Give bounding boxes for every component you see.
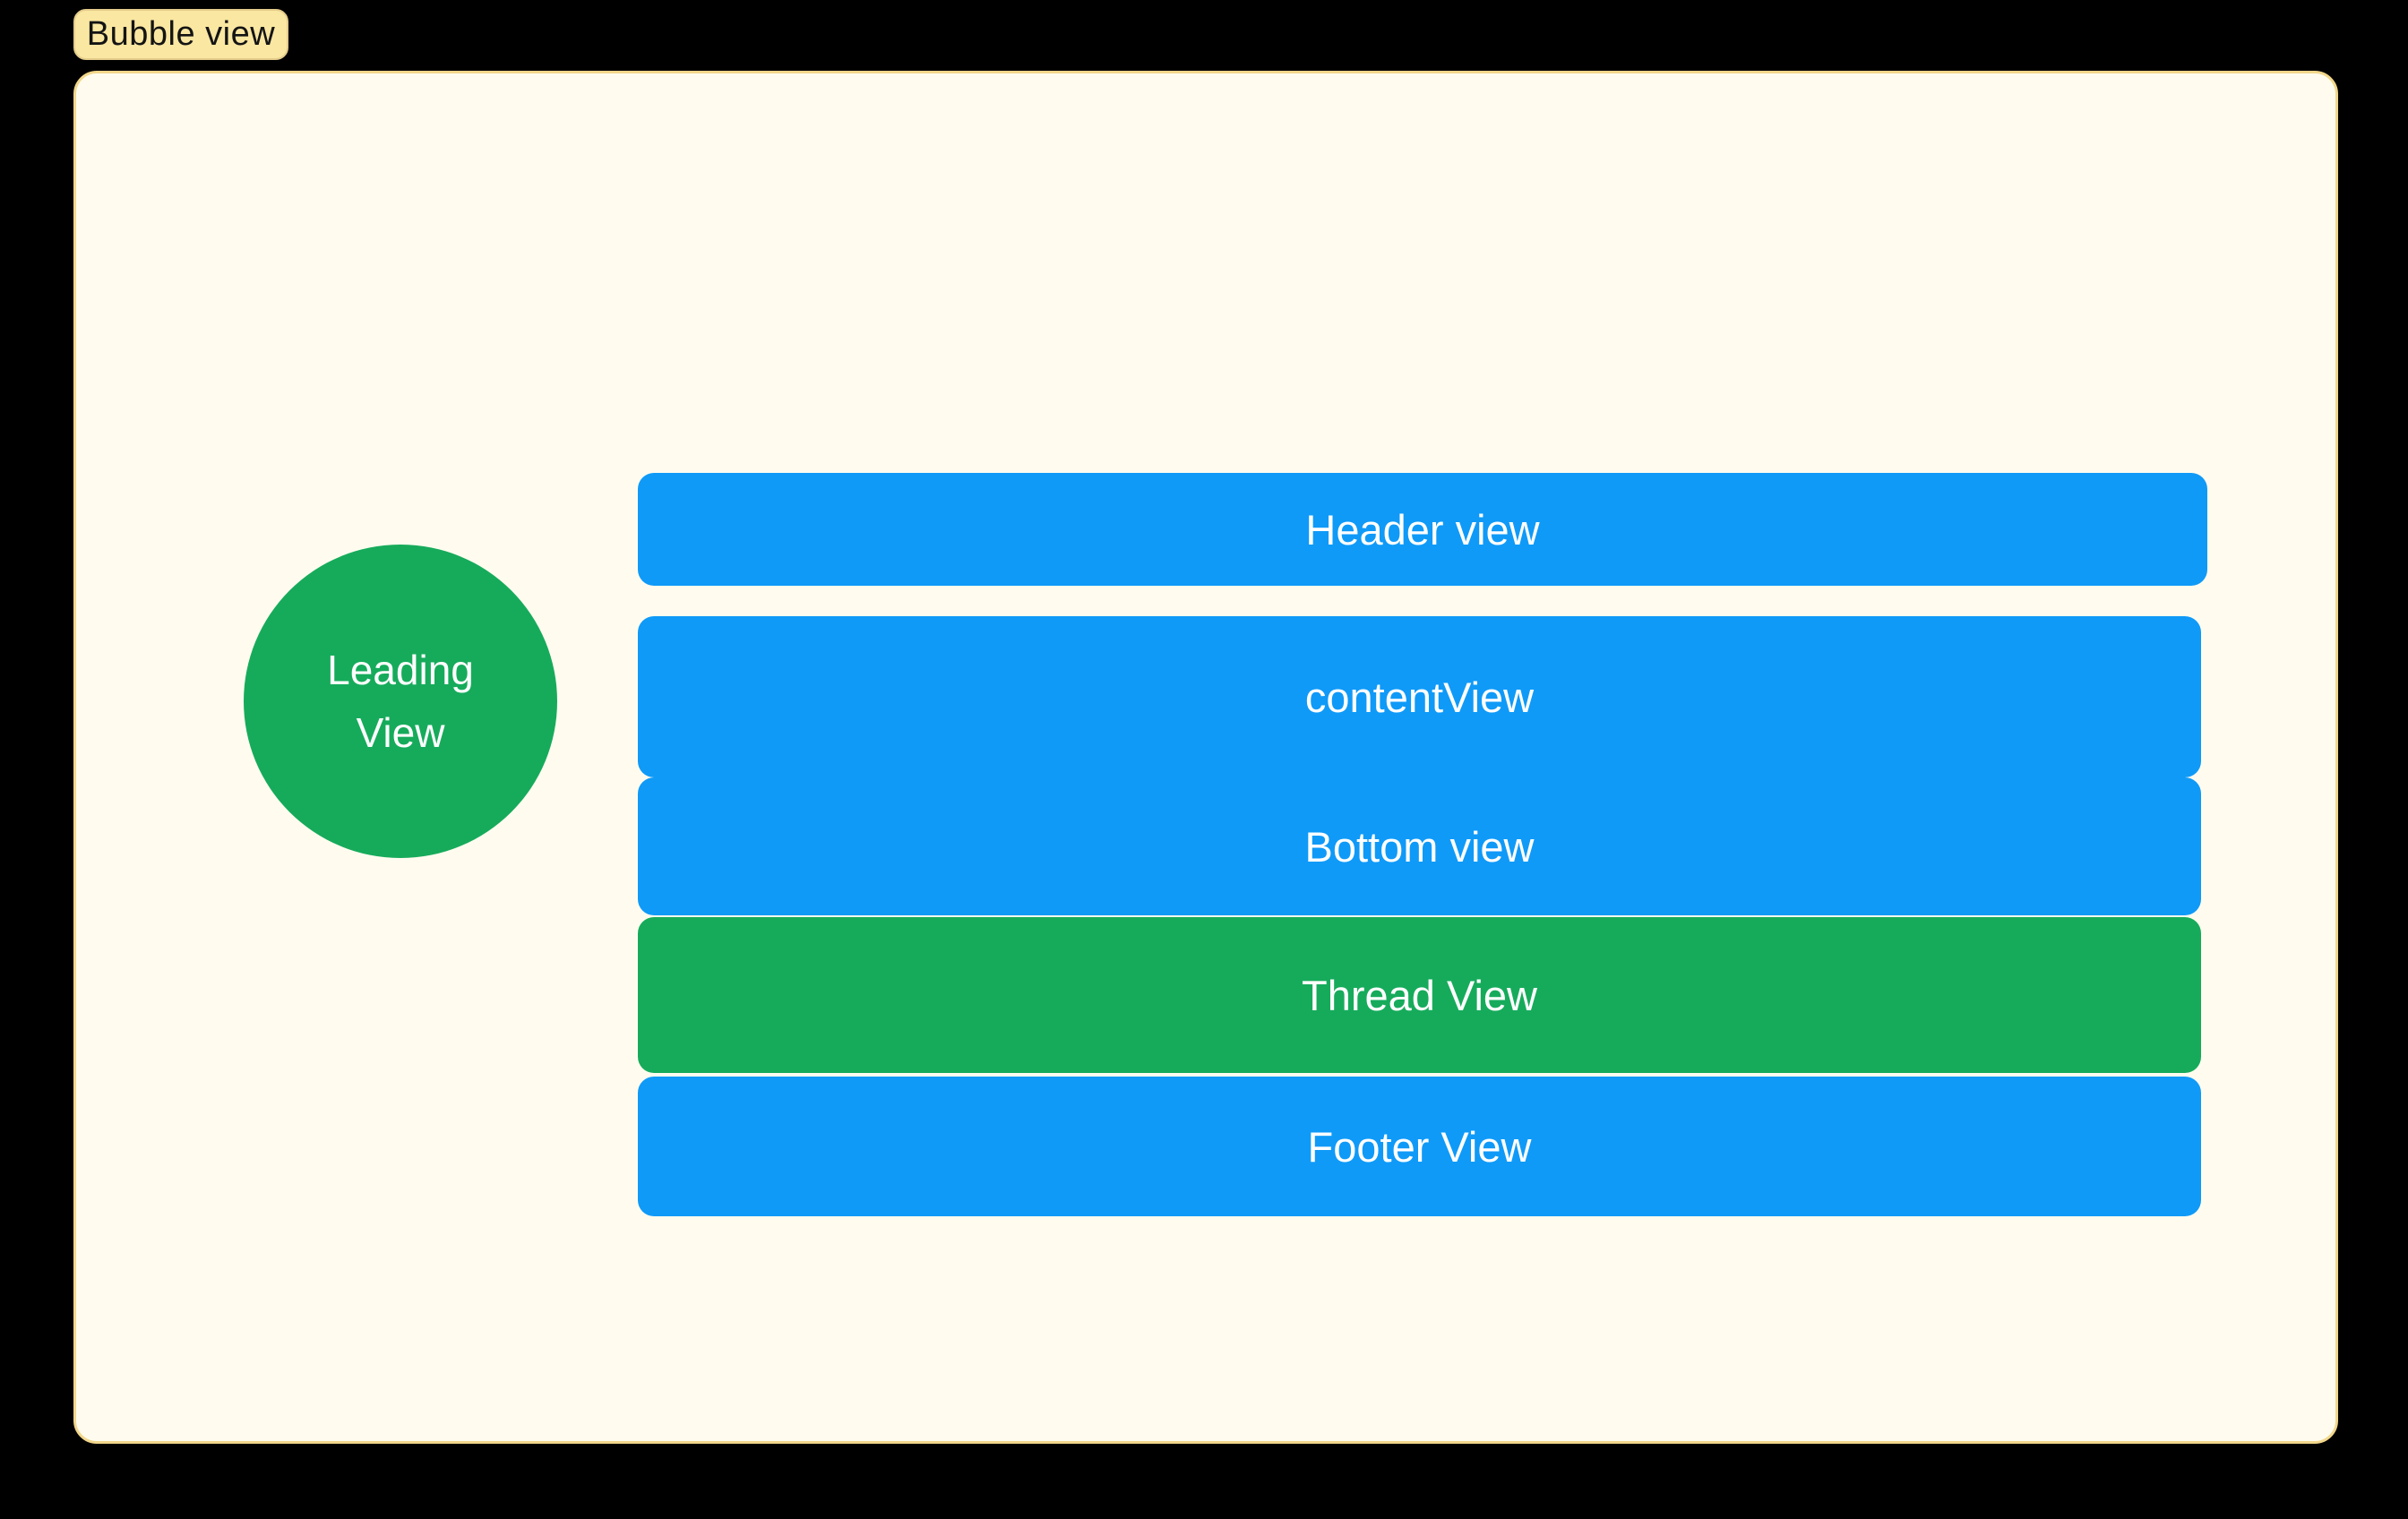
content-view-bar: contentView bbox=[638, 616, 2201, 777]
bottom-view-label: Bottom view bbox=[1304, 822, 1535, 871]
leading-view-label-line2: View bbox=[356, 709, 445, 756]
content-view-label: contentView bbox=[1304, 673, 1535, 721]
bubble-view-panel: Leading View Header view contentView Bot… bbox=[73, 71, 2338, 1444]
bottom-view-bar: Bottom view bbox=[638, 777, 2201, 915]
footer-view-label: Footer View bbox=[1307, 1122, 1532, 1171]
leading-view-circle: Leading View bbox=[244, 545, 557, 858]
thread-view-label: Thread View bbox=[1302, 971, 1537, 1019]
header-view-label: Header view bbox=[1305, 505, 1540, 554]
footer-view-bar: Footer View bbox=[638, 1077, 2201, 1216]
thread-view-bar: Thread View bbox=[638, 917, 2201, 1073]
bubble-view-debug-tag-label: Bubble view bbox=[86, 15, 276, 53]
bubble-view-debug-tag: Bubble view bbox=[73, 9, 288, 60]
header-view-bar: Header view bbox=[638, 473, 2207, 586]
leading-view-label-line1: Leading bbox=[327, 647, 474, 693]
